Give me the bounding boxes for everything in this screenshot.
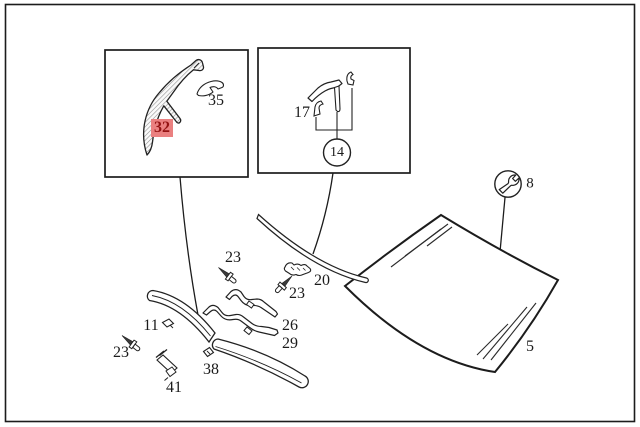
leader-line-wrench: [499, 197, 506, 253]
outer-border: [4, 3, 636, 423]
clip-20: [283, 262, 312, 277]
upper-molding-strip: [256, 213, 369, 284]
bracket-29: [202, 304, 279, 337]
part-label-29[interactable]: 29: [282, 335, 298, 352]
clip-38-detail-line: [206, 350, 211, 355]
part-label-23-right[interactable]: 23: [289, 285, 305, 302]
part-label-38[interactable]: 38: [203, 361, 219, 378]
clip-41: [155, 348, 178, 381]
glass-reflection-lines-bottom: [476, 302, 537, 361]
callout-circle-14[interactable]: [322, 138, 352, 167]
clip-20-detail-lines: [290, 266, 306, 271]
profile-17-main: [307, 79, 343, 103]
rivet-23-top: [215, 263, 240, 286]
clip-11: [161, 318, 175, 328]
molding-32-fork-line: [193, 62, 200, 69]
part-label-17[interactable]: 17: [294, 104, 310, 121]
cowl-molding-left-edge-line: [151, 295, 211, 337]
clip-35: [196, 80, 225, 97]
part-label-32[interactable]: 32: [151, 119, 173, 137]
cowl-molding-right-edge-line: [215, 346, 302, 384]
clip-17-upper: [346, 71, 355, 86]
profile-17-leg: [333, 85, 341, 113]
leader-line-right-box: [312, 172, 334, 255]
part-label-20[interactable]: 20: [314, 272, 330, 289]
part-callout-14[interactable]: 14: [330, 145, 344, 160]
part-label-5[interactable]: 5: [526, 338, 534, 355]
part-label-26[interactable]: 26: [282, 317, 298, 334]
part-label-23-left[interactable]: 23: [113, 344, 129, 361]
leader-line-left-box: [179, 176, 199, 316]
part-label-35[interactable]: 35: [208, 92, 224, 109]
part-label-23-top[interactable]: 23: [225, 249, 241, 266]
part-label-11[interactable]: 11: [143, 317, 159, 334]
glass-reflection-lines-top: [390, 223, 453, 268]
inset-box-left: [104, 49, 249, 178]
clip-17-hook: [313, 100, 324, 117]
wrench-icon: [498, 174, 520, 194]
part-label-41[interactable]: 41: [166, 379, 182, 396]
part-label-8[interactable]: 8: [526, 175, 534, 192]
bracket-26-tab: [245, 300, 255, 309]
cowl-molding-left: [146, 289, 216, 344]
clip-11-detail-line: [169, 324, 174, 329]
bracket-lines-14: [315, 88, 353, 131]
bracket-29-tab: [243, 326, 253, 336]
